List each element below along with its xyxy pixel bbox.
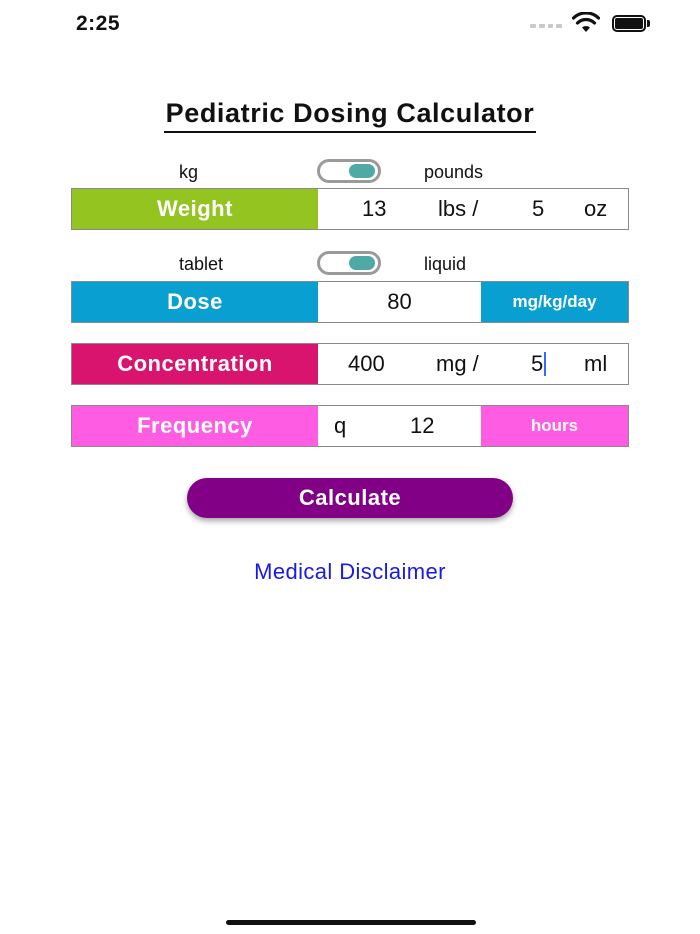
page-title-text: Pediatric Dosing Calculator: [163, 98, 537, 133]
pounds-label: pounds: [424, 162, 484, 182]
dose-row: Dose 80 mg/kg/day: [71, 281, 629, 323]
dose-form-toggle-row: tablet liquid: [0, 250, 700, 280]
frequency-prefix-label: q: [334, 413, 347, 438]
oz-unit-label: oz: [584, 196, 608, 221]
toggle-knob: [349, 164, 375, 178]
frequency-label: Frequency: [72, 406, 318, 446]
weight-row: Weight 13 lbs / 5 oz: [71, 188, 629, 230]
frequency-row: Frequency q 12 hours: [71, 405, 629, 447]
weight-unit-toggle[interactable]: [317, 159, 381, 183]
status-bar: 2:25: [0, 0, 700, 50]
weight-lbs-input[interactable]: 13: [362, 196, 387, 221]
concentration-label: Concentration: [72, 344, 318, 384]
home-indicator[interactable]: [226, 920, 476, 925]
frequency-inputs: q 12: [318, 406, 481, 446]
concentration-mg-input[interactable]: 400: [348, 351, 385, 376]
concentration-row: Concentration 400 mg / 5 ml: [71, 343, 629, 385]
weight-unit-toggle-row: kg pounds: [0, 158, 700, 188]
toggle-knob: [349, 256, 375, 270]
calculate-button[interactable]: Calculate: [187, 478, 513, 518]
battery-icon: [612, 15, 650, 32]
concentration-inputs: 400 mg / 5 ml: [318, 344, 628, 384]
dose-form-toggle[interactable]: [317, 251, 381, 275]
liquid-label: liquid: [424, 254, 467, 274]
concentration-ml-input[interactable]: 5: [531, 351, 547, 377]
dose-unit-label: mg/kg/day: [481, 282, 628, 322]
lbs-unit-label: lbs /: [438, 196, 479, 221]
ml-unit-label: ml: [584, 351, 608, 376]
wifi-icon: [572, 12, 600, 32]
medical-disclaimer-link[interactable]: Medical Disclaimer: [254, 559, 446, 584]
weight-oz-input[interactable]: 5: [532, 196, 545, 221]
text-cursor: [544, 352, 547, 376]
weight-inputs: 13 lbs / 5 oz: [318, 189, 628, 229]
frequency-unit-label: hours: [481, 406, 628, 446]
cellular-signal-icon: [530, 24, 562, 30]
kg-label: kg: [179, 162, 199, 182]
status-time: 2:25: [76, 12, 121, 35]
page-title: Pediatric Dosing Calculator: [0, 98, 700, 133]
frequency-input[interactable]: 12: [410, 413, 435, 438]
concentration-ml-value: 5: [531, 351, 544, 376]
mg-unit-label: mg /: [436, 351, 479, 376]
dose-input[interactable]: 80: [387, 289, 412, 314]
dose-label: Dose: [72, 282, 318, 322]
tablet-label: tablet: [179, 254, 224, 274]
weight-label: Weight: [72, 189, 318, 229]
